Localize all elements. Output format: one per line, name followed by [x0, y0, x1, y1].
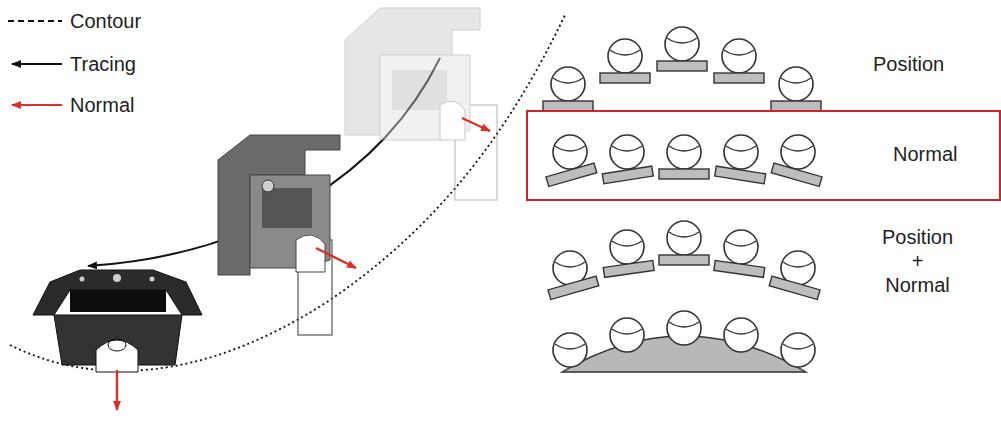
surface-row	[553, 311, 815, 372]
normal-arrow	[462, 118, 490, 131]
row-label: Position + Normal	[880, 225, 955, 297]
contour-sample	[8, 20, 62, 22]
contour-line	[10, 15, 565, 371]
position-row	[543, 27, 821, 111]
normal-row	[546, 135, 822, 187]
legend-text: Contour	[70, 9, 141, 33]
legend-text: Normal	[70, 93, 134, 117]
legend-text: Tracing	[70, 52, 136, 76]
gripper-near	[33, 270, 202, 372]
normal-sample	[12, 104, 62, 106]
highlight-frame	[527, 111, 1000, 200]
tracing-sample	[12, 63, 62, 65]
row-label: Normal	[893, 142, 957, 166]
gripper-middle	[218, 135, 340, 335]
row-label: Position	[873, 52, 944, 76]
position-normal-row	[548, 221, 820, 300]
gripper-far	[345, 8, 497, 200]
normal-arrow	[316, 248, 356, 268]
normal-arrow	[116, 370, 118, 410]
